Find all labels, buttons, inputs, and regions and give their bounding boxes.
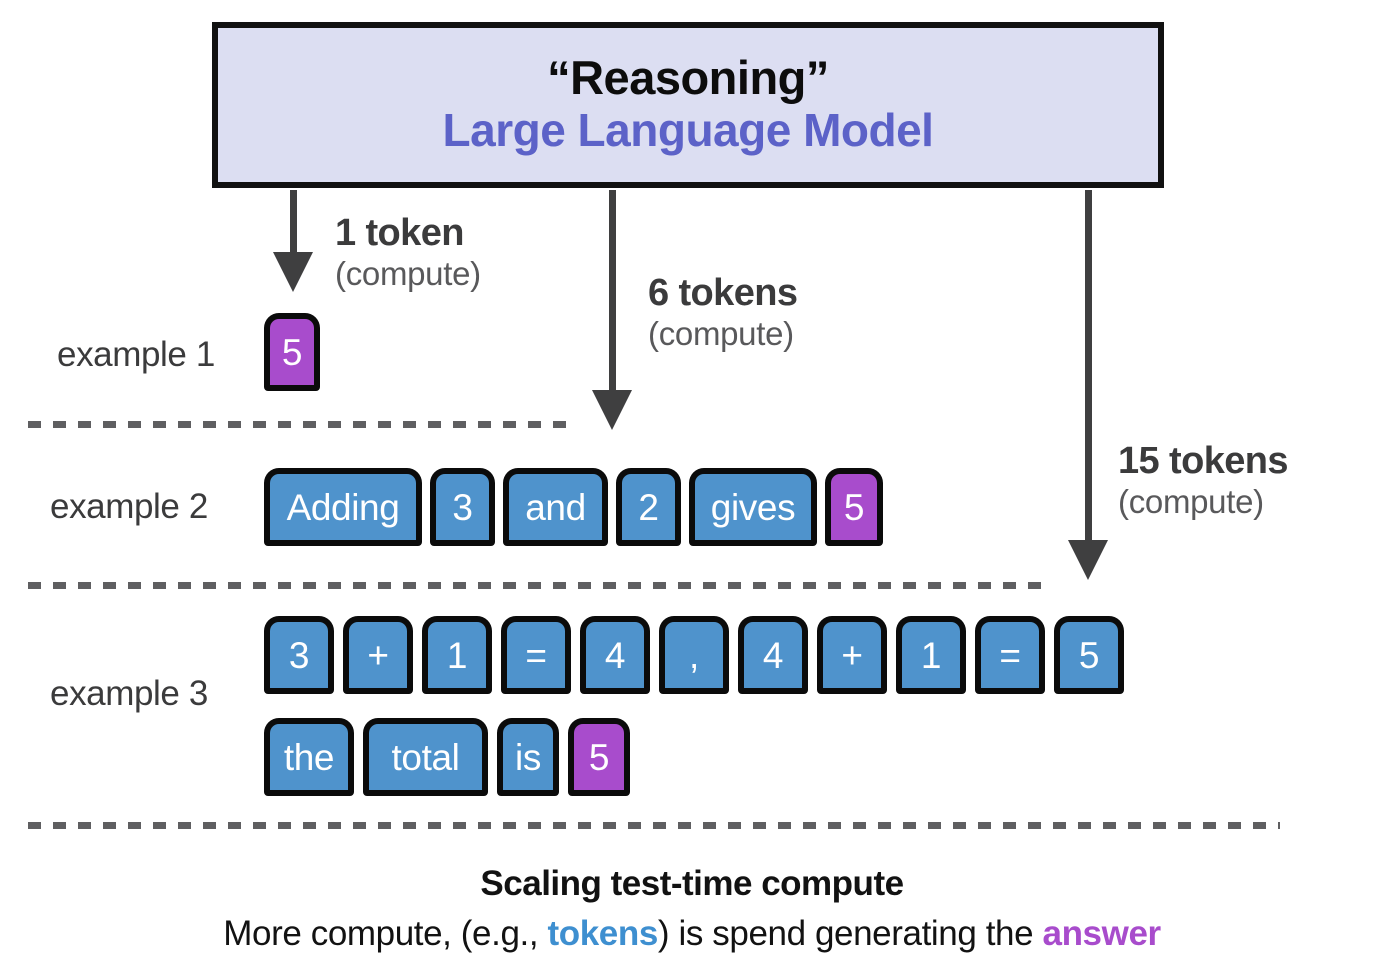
arrow-label-1-note: (compute) [335,254,481,292]
caption-pre: More compute, (e.g., [223,913,548,953]
caption-answer-word: answer [1042,913,1162,953]
token-chip: gives [689,468,817,546]
divider-2 [28,582,1046,589]
token-chip: total [363,718,488,796]
token-chip: = [501,616,571,694]
example-1-label: example 1 [57,335,215,374]
arrow-head-icon [273,252,313,292]
arrow-head-icon [592,390,632,430]
caption-subtitle: More compute, (e.g., tokens) is spend ge… [0,912,1384,956]
arrow-shaft [609,190,616,398]
token-chip: 5 [825,468,883,546]
token-chip: 2 [616,468,681,546]
token-chip: 5 [1054,616,1124,694]
llm-header-box: “Reasoning” Large Language Model [212,22,1164,188]
token-chip: 4 [580,616,650,694]
arrow-label-2-note: (compute) [648,314,794,352]
arrow-label-3-count: 15 tokens [1118,440,1289,482]
token-chip: 3 [264,616,334,694]
token-chip: + [343,616,413,694]
example-3-label: example 3 [50,674,208,713]
llm-subtitle: Large Language Model [442,104,934,157]
token-chip: is [497,718,559,796]
token-chip: 5 [568,718,630,796]
token-chip: 5 [264,313,320,391]
token-chip: Adding [264,468,422,546]
arrow-head-icon [1068,540,1108,580]
arrow-shaft [290,190,297,260]
caption-mid: ) is spend generating the [657,913,1043,953]
arrow-label-3-note: (compute) [1118,482,1264,520]
divider-3 [28,822,1280,829]
arrow-label-1: 1 token (compute) [335,212,481,293]
arrow-label-2-count: 6 tokens [648,272,798,314]
token-chip: 1 [422,616,492,694]
token-chip: = [975,616,1045,694]
token-chip: 1 [896,616,966,694]
example-1-row-1: 5 [264,313,320,391]
divider-1 [28,421,576,428]
arrow-shaft [1085,190,1092,548]
arrow-label-1-count: 1 token [335,212,464,254]
example-3-row-1: 3+1=4,4+1=5 [264,616,1124,694]
token-chip: + [817,616,887,694]
arrow-label-2: 6 tokens (compute) [648,272,798,353]
token-chip: , [659,616,729,694]
arrow-label-3: 15 tokens (compute) [1118,440,1289,521]
token-chip: 4 [738,616,808,694]
caption-title: Scaling test-time compute [480,864,904,903]
token-chip: 3 [430,468,495,546]
token-chip: the [264,718,354,796]
caption-block: Scaling test-time compute More compute, … [0,862,1384,956]
example-2-label: example 2 [50,487,208,526]
llm-title: “Reasoning” [547,51,829,105]
caption-tokens-word: tokens [547,913,659,953]
token-chip: and [503,468,608,546]
